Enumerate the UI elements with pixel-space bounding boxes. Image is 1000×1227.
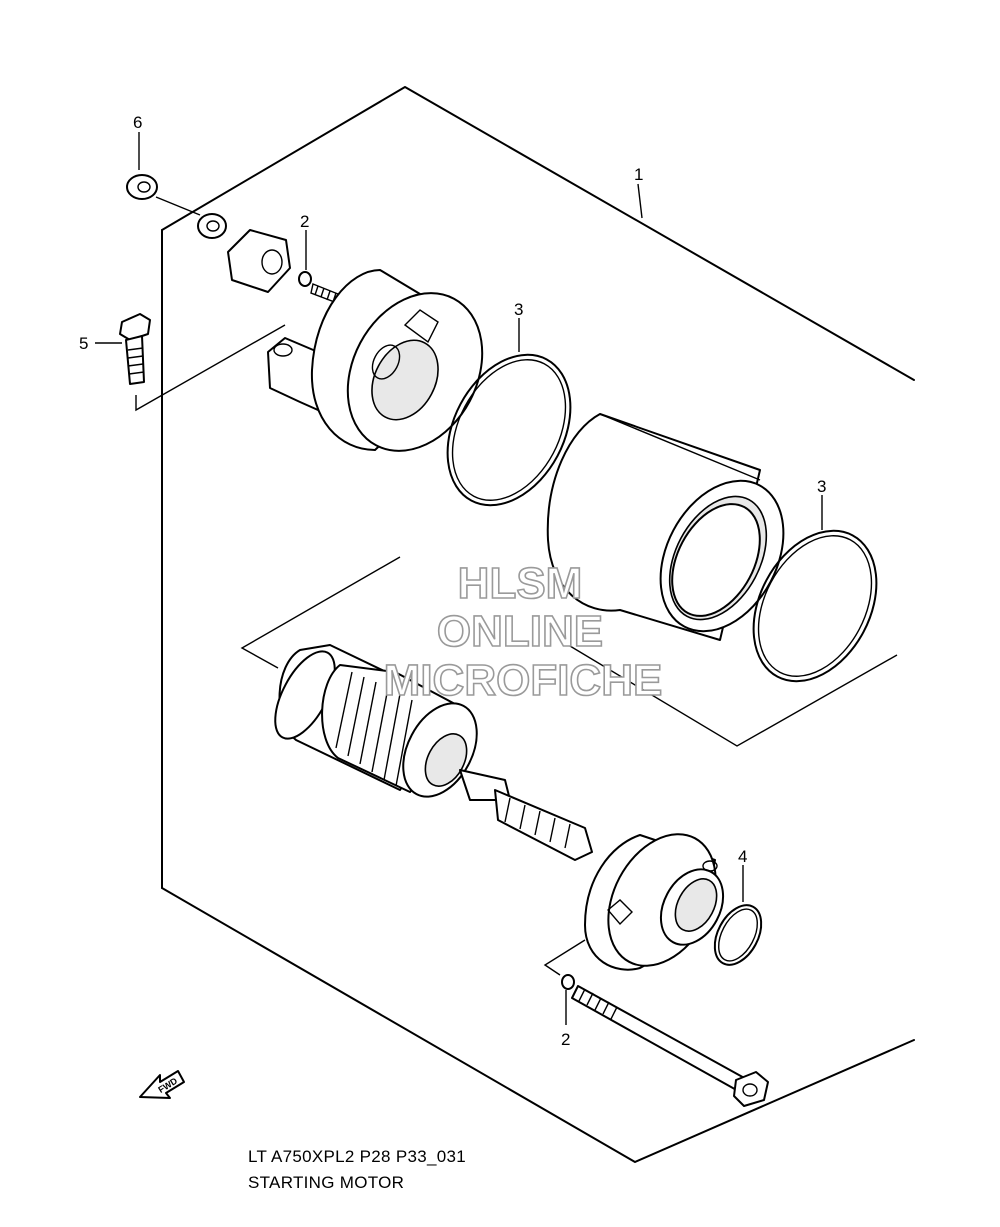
terminal-insulator: [197, 213, 227, 239]
through-bolt: [571, 985, 769, 1107]
o-ring-part-2-lower[interactable]: [561, 974, 575, 990]
watermark: HLSM ONLINE MICROFICHE: [383, 558, 663, 706]
watermark-line-1: HLSM: [458, 559, 583, 608]
o-ring-part-3-lower[interactable]: [729, 510, 901, 703]
callout-5: 5: [79, 334, 88, 353]
callout-labels: 1 2 2 3 3 4 5 6: [79, 113, 826, 1049]
bolt-part-5[interactable]: [119, 313, 151, 385]
assembly-boundary: [161, 86, 915, 1163]
diagram-code: LT A750XPL2 P28 P33_031: [248, 1147, 467, 1166]
callout-3-upper: 3: [514, 300, 523, 319]
callout-2-lower: 2: [561, 1030, 570, 1049]
armature: [274, 644, 593, 861]
o-ring-part-4[interactable]: [705, 897, 770, 972]
group-outline-bolt: [135, 324, 286, 412]
watermark-line-3: MICROFICHE: [384, 656, 663, 705]
yoke-frame: [546, 413, 785, 641]
rear-cover: [584, 833, 725, 971]
terminal-cover: [227, 229, 291, 293]
callout-3-lower: 3: [817, 477, 826, 496]
group-outline-armature: [240, 556, 401, 669]
nut-part-6[interactable]: [126, 174, 201, 216]
callout-1: 1: [634, 165, 643, 184]
diagram-title: STARTING MOTOR: [248, 1173, 405, 1192]
group-outline-cover: [543, 939, 586, 976]
leader-lines: [95, 132, 823, 1025]
o-ring-part-2-upper[interactable]: [298, 271, 312, 287]
callout-4: 4: [738, 847, 747, 866]
o-ring-part-3-upper[interactable]: [423, 334, 595, 527]
watermark-line-2: ONLINE: [437, 607, 603, 656]
callout-6: 6: [133, 113, 142, 132]
front-housing: [267, 269, 484, 452]
group-outline-yoke: [559, 639, 898, 747]
fwd-arrow-icon: FWD: [139, 1070, 185, 1099]
callout-2-upper: 2: [300, 212, 309, 231]
